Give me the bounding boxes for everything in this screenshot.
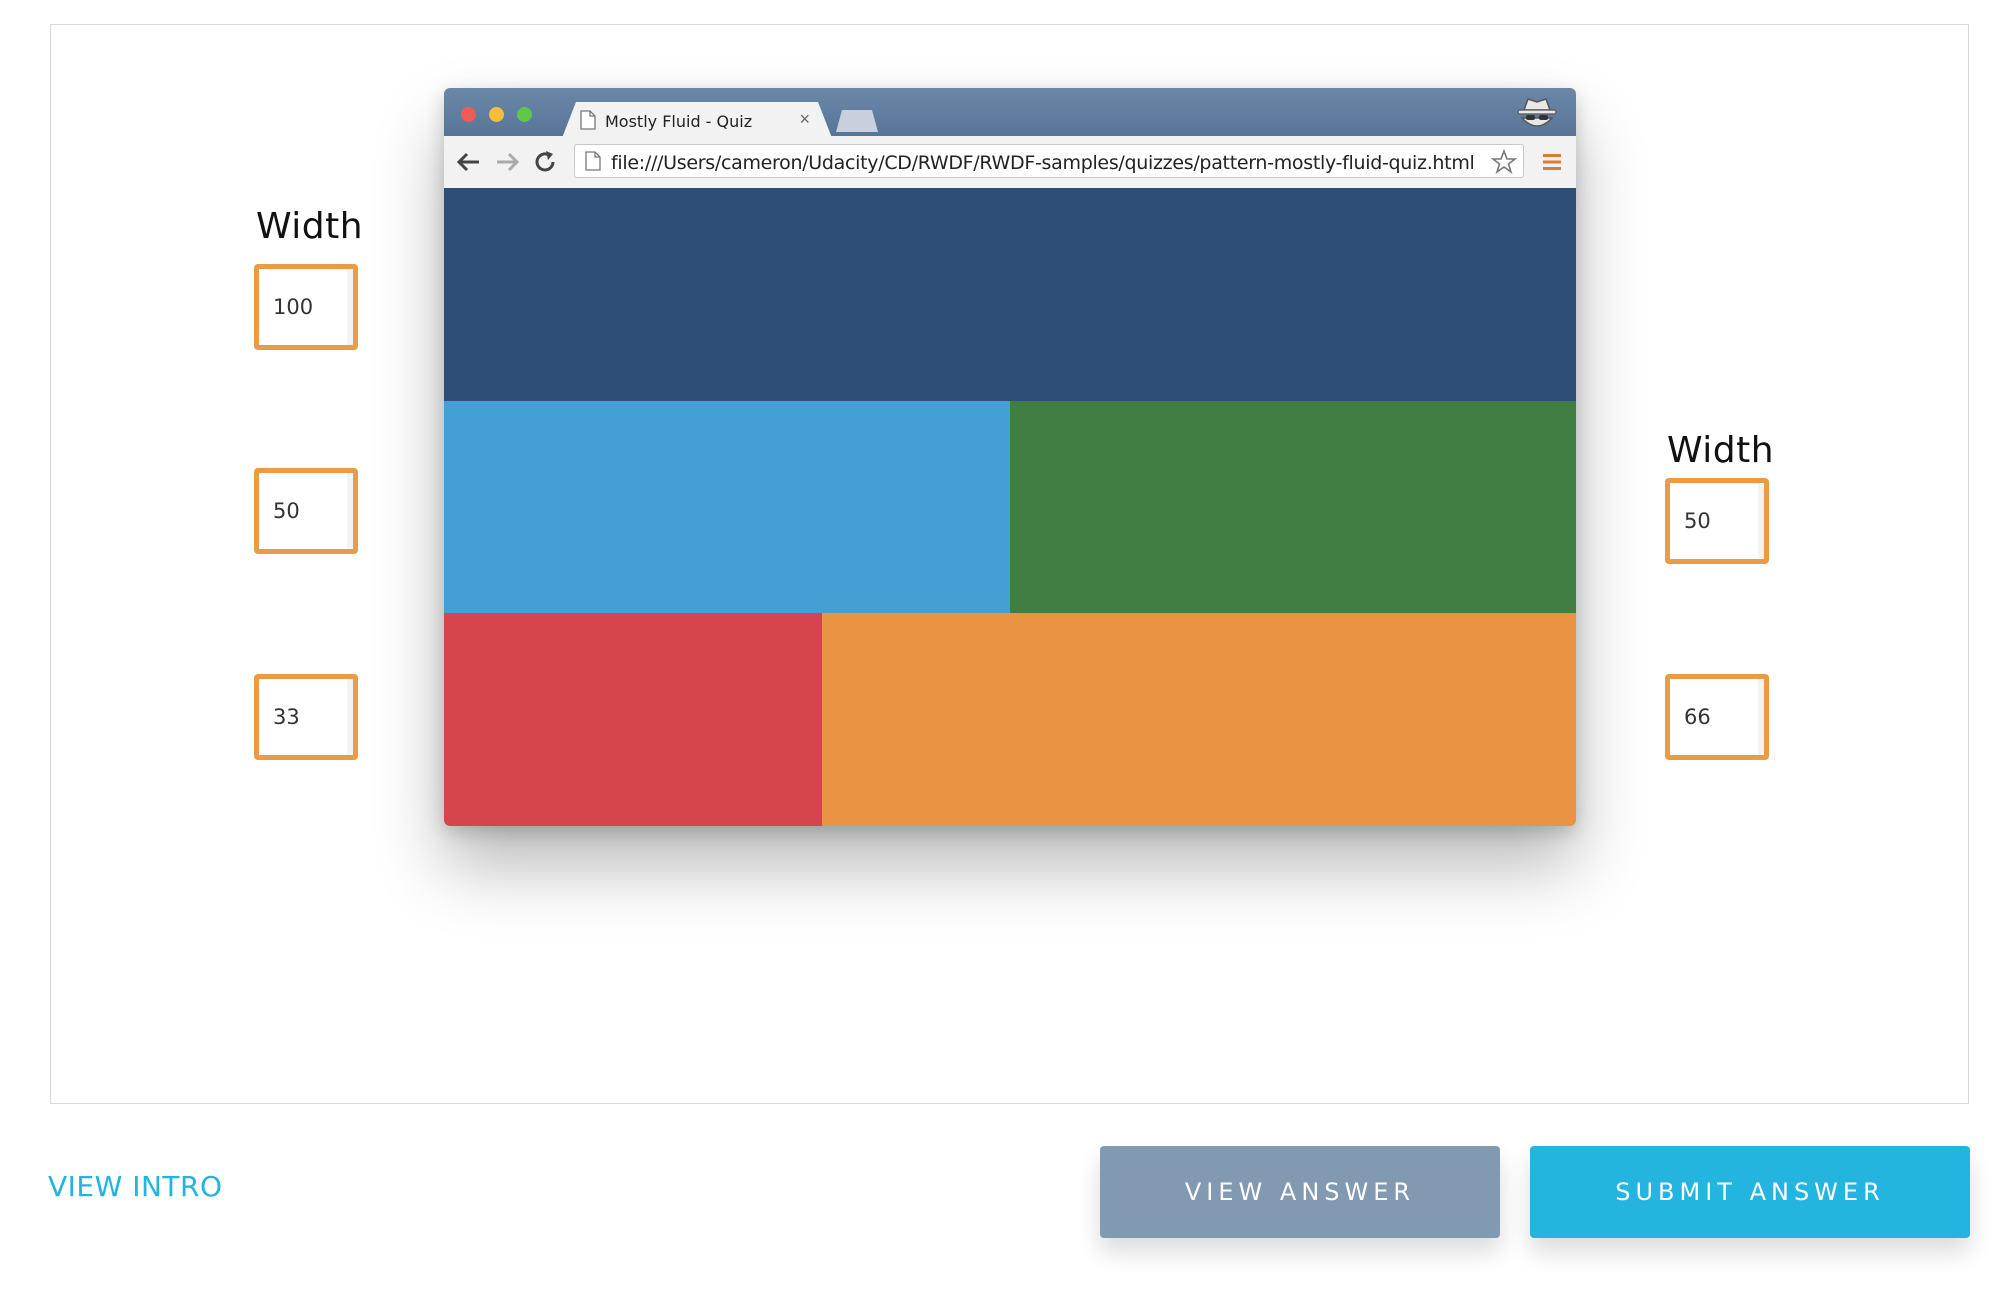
right-width-input-1[interactable] xyxy=(1670,483,1764,559)
tab-title: Mostly Fluid - Quiz xyxy=(605,112,753,131)
right-width-input-2[interactable] xyxy=(1670,679,1764,755)
browser-toolbar: file:///Users/cameron/Udacity/CD/RWDF/RW… xyxy=(444,136,1576,189)
tab-document-icon xyxy=(580,110,596,130)
green-block xyxy=(1010,401,1576,613)
browser-tab: Mostly Fluid - Quiz × xyxy=(562,102,832,138)
left-width-input-2-box xyxy=(254,468,358,554)
right-width-input-2-box xyxy=(1665,674,1769,760)
submit-answer-button[interactable]: SUBMIT ANSWER xyxy=(1530,1146,1970,1238)
hamburger-menu-icon xyxy=(1543,154,1561,170)
left-width-input-1-box xyxy=(254,264,358,350)
back-arrow-icon xyxy=(456,152,479,172)
incognito-icon xyxy=(1517,98,1557,127)
view-answer-button[interactable]: VIEW ANSWER xyxy=(1100,1146,1500,1238)
browser-page xyxy=(444,188,1576,826)
address-bar-url: file:///Users/cameron/Udacity/CD/RWDF/RW… xyxy=(611,152,1475,174)
address-bar: file:///Users/cameron/Udacity/CD/RWDF/RW… xyxy=(574,144,1524,178)
view-intro-link[interactable]: VIEW INTRO xyxy=(48,1170,223,1203)
browser-screenshot: Mostly Fluid - Quiz × file:// xyxy=(444,88,1576,826)
orange-block xyxy=(822,613,1576,826)
star-icon xyxy=(1491,149,1517,175)
page-document-icon xyxy=(585,151,601,171)
left-width-input-2[interactable] xyxy=(259,473,353,549)
blue-block xyxy=(444,401,1010,613)
close-window-dot-icon xyxy=(461,107,476,122)
forward-arrow-icon xyxy=(497,152,520,172)
left-width-input-3[interactable] xyxy=(259,679,353,755)
left-width-input-1[interactable] xyxy=(259,269,353,345)
reload-icon xyxy=(535,151,555,172)
right-width-input-1-box xyxy=(1665,478,1769,564)
header-block xyxy=(444,188,1576,401)
tab-close-icon: × xyxy=(799,109,810,129)
minimize-window-dot-icon xyxy=(489,107,504,122)
left-width-input-3-box xyxy=(254,674,358,760)
left-width-label: Width xyxy=(256,206,364,247)
maximize-window-dot-icon xyxy=(517,107,532,122)
red-block xyxy=(444,613,823,826)
new-tab-icon xyxy=(836,110,878,132)
browser-titlebar: Mostly Fluid - Quiz × xyxy=(444,88,1576,136)
right-width-label: Width xyxy=(1667,430,1775,471)
